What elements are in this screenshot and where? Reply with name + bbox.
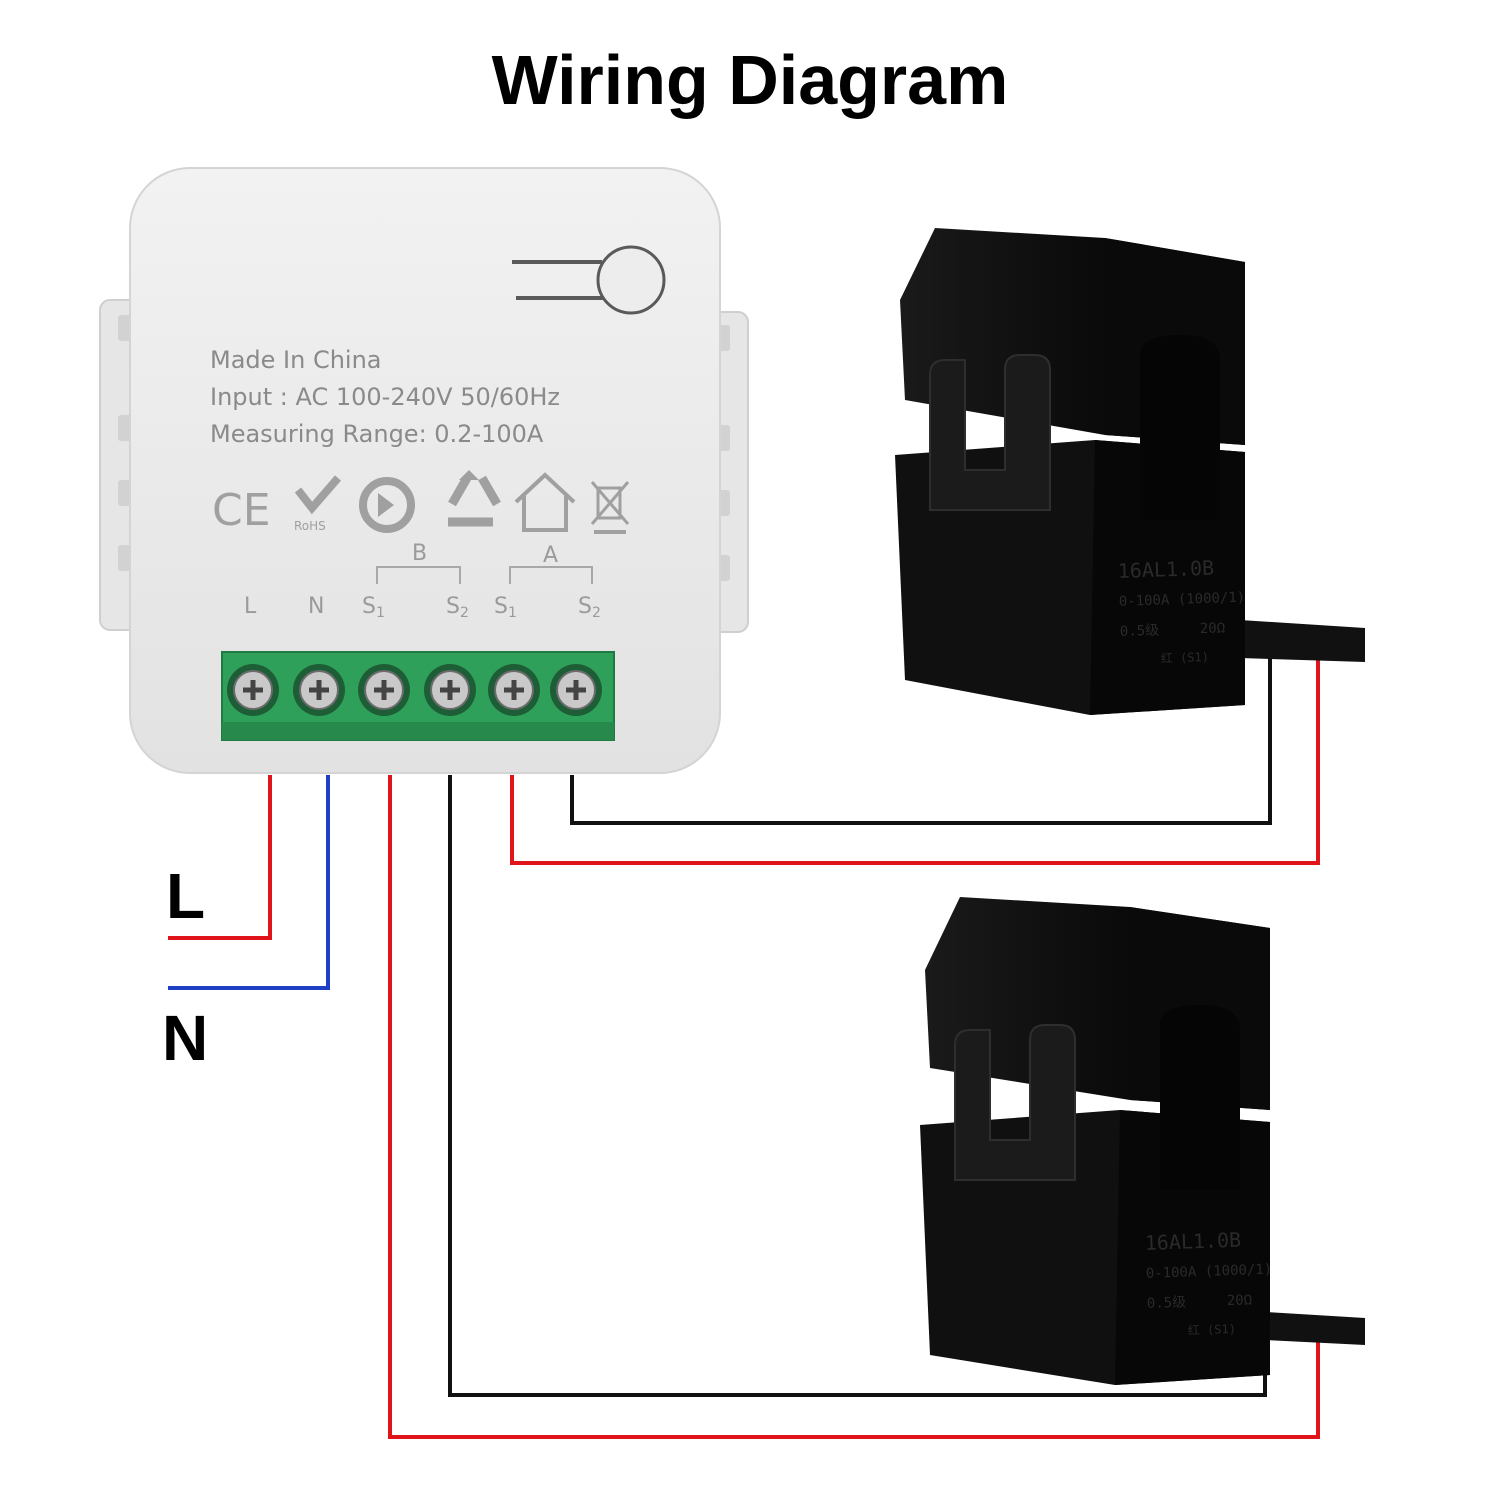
terminal-label-n: N <box>308 594 324 619</box>
recycling-icon <box>448 470 501 527</box>
input-rating-label: Input : AC 100-240V 50/60Hz <box>210 383 560 411</box>
live-wire-label: L <box>166 860 205 932</box>
terminal-label-l: L <box>244 594 257 619</box>
ct-2-lead: 红 (S1) <box>1188 1321 1237 1338</box>
diagram-title: Wiring Diagram <box>491 41 1009 119</box>
ct-2-model: 16AL1.0B <box>1144 1228 1241 1255</box>
terminal-screw-b-s2 <box>424 664 476 716</box>
ct-1-range: 0-100A (1000/1) <box>1119 590 1246 610</box>
terminal-screws <box>227 664 602 716</box>
module-body <box>129 167 721 774</box>
ct-2-resistance: 20Ω <box>1227 1292 1253 1309</box>
ct-sensor-2: 16AL1.0B 0-100A (1000/1) 0.5级 20Ω 红 (S1) <box>920 897 1365 1385</box>
ct1-s1-wire <box>510 652 1320 865</box>
terminal-screw-a-s2 <box>550 664 602 716</box>
ct-sensor-2-latch <box>954 1024 1076 1181</box>
ct-2-range: 0-100A (1000/1) <box>1146 1262 1273 1282</box>
neutral-wire-label: N <box>162 1002 208 1074</box>
origin-label: Made In China <box>210 346 382 374</box>
ct-2-grade: 0.5级 <box>1147 1295 1187 1312</box>
power-meter-module: Made In China Input : AC 100-240V 50/60H… <box>99 167 749 774</box>
svg-text:RoHS: RoHS <box>294 519 326 533</box>
channel-a-label: A <box>543 543 558 568</box>
ct-1-resistance: 20Ω <box>1200 620 1226 637</box>
ce-mark-icon: CE <box>212 485 271 536</box>
terminal-label-a-s2: S2 <box>578 594 601 621</box>
terminal-screw-l <box>227 664 279 716</box>
ct2-s1-wire <box>388 775 1320 1439</box>
indoor-use-house-icon <box>514 472 576 532</box>
ct-1-lead: 红 (S1) <box>1161 649 1210 666</box>
channel-b-label: B <box>412 541 427 566</box>
terminal-label-b-s1: S1 <box>362 594 385 621</box>
reset-button-icon <box>596 245 666 315</box>
terminal-label-b-s2: S2 <box>446 594 469 621</box>
ct-1-model: 16AL1.0B <box>1117 556 1214 583</box>
recycle-arrow-icon <box>359 477 415 533</box>
live-input-wire <box>168 775 272 940</box>
terminal-label-a-s1: S1 <box>494 594 517 621</box>
ct-1-grade: 0.5级 <box>1120 623 1160 640</box>
terminal-labels: L N S1 S2 S1 S2 <box>244 594 601 621</box>
rohs-icon: RoHS <box>294 475 342 533</box>
ct-sensor-1: 16AL1.0B 0-100A (1000/1) 0.5级 20Ω 红 (S1) <box>895 228 1365 715</box>
ct-sensor-1-latch <box>929 354 1051 511</box>
weee-bin-icon <box>590 481 630 534</box>
neutral-input-wire <box>168 775 330 990</box>
terminal-screw-a-s1 <box>488 664 540 716</box>
terminal-screw-n <box>293 664 345 716</box>
ct1-s2-wire <box>570 658 1272 825</box>
terminal-screw-b-s1 <box>358 664 410 716</box>
measuring-range-label: Measuring Range: 0.2-100A <box>210 420 544 448</box>
